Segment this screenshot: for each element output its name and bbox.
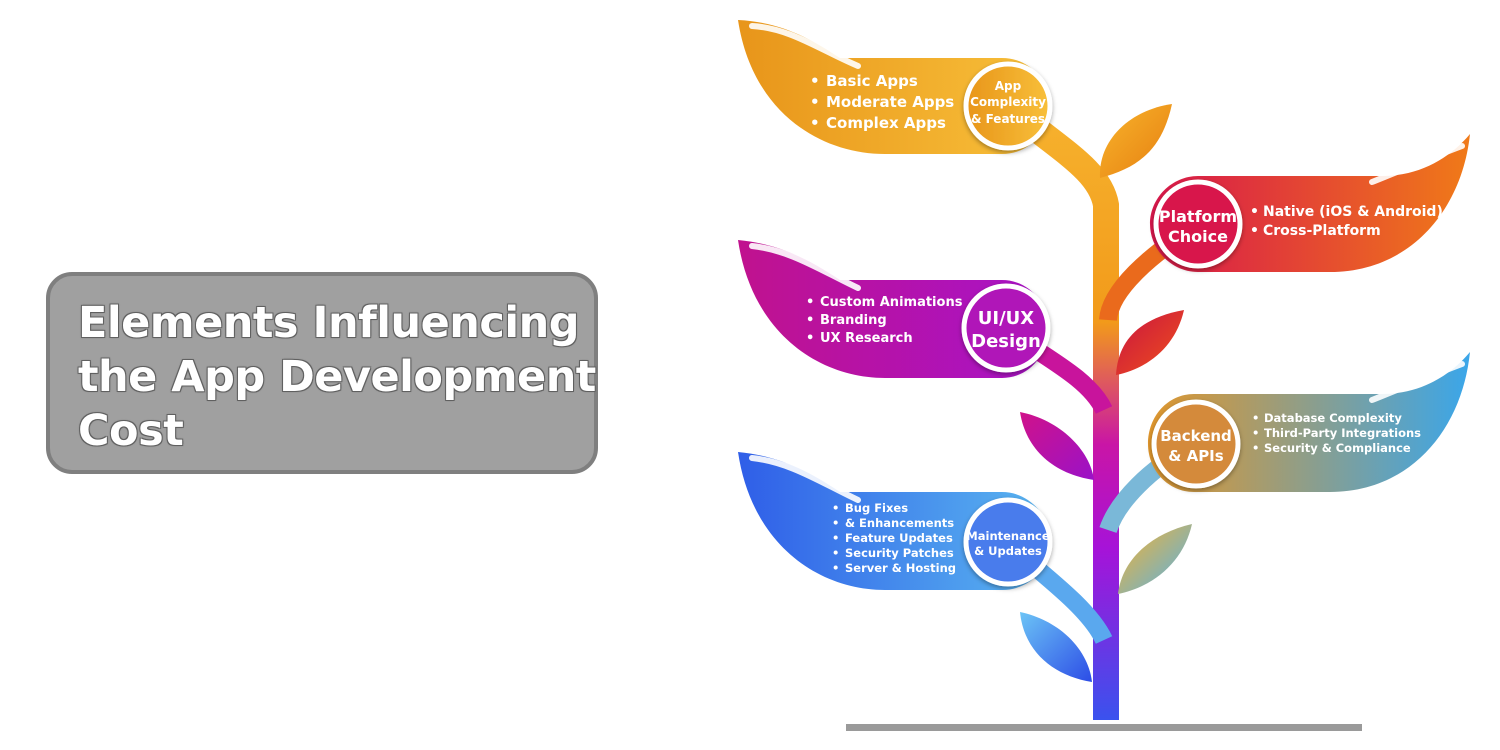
bullet-dot: • <box>810 93 820 111</box>
list-item: Server & Hosting <box>845 561 956 575</box>
leaf-orange <box>1099 104 1172 178</box>
bullet-dot: • <box>1252 441 1259 455</box>
list-item: Complex Apps <box>826 114 946 132</box>
branch-label-line: UI/UX <box>978 308 1035 329</box>
branch-label-line: Backend <box>1160 427 1232 445</box>
ground-line <box>846 724 1362 731</box>
branch-label-line: Complexity <box>970 95 1046 109</box>
leaf-blue <box>1020 612 1092 682</box>
bullet-dot: • <box>810 114 820 132</box>
list-item: Security Patches <box>845 546 954 560</box>
list-item: Database Complexity <box>1264 411 1402 425</box>
bullet-dot: • <box>832 561 839 575</box>
list-item: Custom Animations <box>820 295 963 310</box>
bullet-dot: • <box>1252 411 1259 425</box>
branch-label-line: & Updates <box>974 544 1042 558</box>
branch-label-line: Design <box>971 331 1041 352</box>
branch-label-line: Maintenance <box>966 529 1050 543</box>
bullet-dot: • <box>832 501 839 515</box>
list-item: Security & Compliance <box>1264 441 1411 455</box>
label-circle-uiux <box>961 283 1051 373</box>
bullet-dot: • <box>1250 223 1259 239</box>
list-item: Cross-Platform <box>1263 223 1381 239</box>
branch-label-line: App <box>995 79 1022 93</box>
bullet-dot: • <box>1252 426 1259 440</box>
list-item: Native (iOS & Android) <box>1263 204 1443 220</box>
branch-uiux-design: UI/UX Design • Custom Animations • Brand… <box>738 240 1051 378</box>
label-circle-complexity <box>963 61 1053 151</box>
branch-maintenance-updates: Maintenance & Updates • Bug Fixes • & En… <box>738 452 1053 590</box>
leaf-red <box>1116 310 1184 375</box>
list-item: Bug Fixes <box>845 501 908 515</box>
branch-platform-choice: Platform Choice • Native (iOS & Android)… <box>1150 134 1470 272</box>
bullet-dot: • <box>832 546 839 560</box>
branch-label-line: & Features <box>971 112 1045 126</box>
branch-app-complexity: App Complexity & Features • Basic Apps •… <box>738 20 1053 154</box>
list-item: Feature Updates <box>845 531 953 545</box>
bullet-dot: • <box>806 313 814 328</box>
bullet-dot: • <box>810 72 820 90</box>
list-item: UX Research <box>820 331 913 346</box>
page-title: Elements Influencing the App Development… <box>78 298 596 456</box>
branch-backend-apis: Backend & APIs • Database Complexity • T… <box>1148 352 1470 492</box>
list-item: Third-Party Integrations <box>1264 426 1421 440</box>
list-item: & Enhancements <box>845 516 954 530</box>
label-circle-maintenance <box>963 497 1053 587</box>
leaf-magenta <box>1020 412 1094 480</box>
branch-label-line: Choice <box>1168 227 1228 246</box>
branch-label-line: Platform <box>1159 207 1237 226</box>
list-item: Basic Apps <box>826 72 918 90</box>
bullet-dot: • <box>832 516 839 530</box>
bullet-dot: • <box>832 531 839 545</box>
title-box: Elements Influencing the App Development… <box>46 272 598 474</box>
bullet-dot: • <box>806 331 814 346</box>
list-item: Moderate Apps <box>826 93 954 111</box>
branch-label-line: & APIs <box>1168 447 1223 465</box>
label-circle-platform <box>1153 179 1243 269</box>
list-item: Branding <box>820 313 887 328</box>
bullet-dot: • <box>806 295 814 310</box>
label-circle-backend <box>1151 399 1241 489</box>
leaf-yellow <box>1118 524 1192 594</box>
bullet-dot: • <box>1250 204 1259 220</box>
